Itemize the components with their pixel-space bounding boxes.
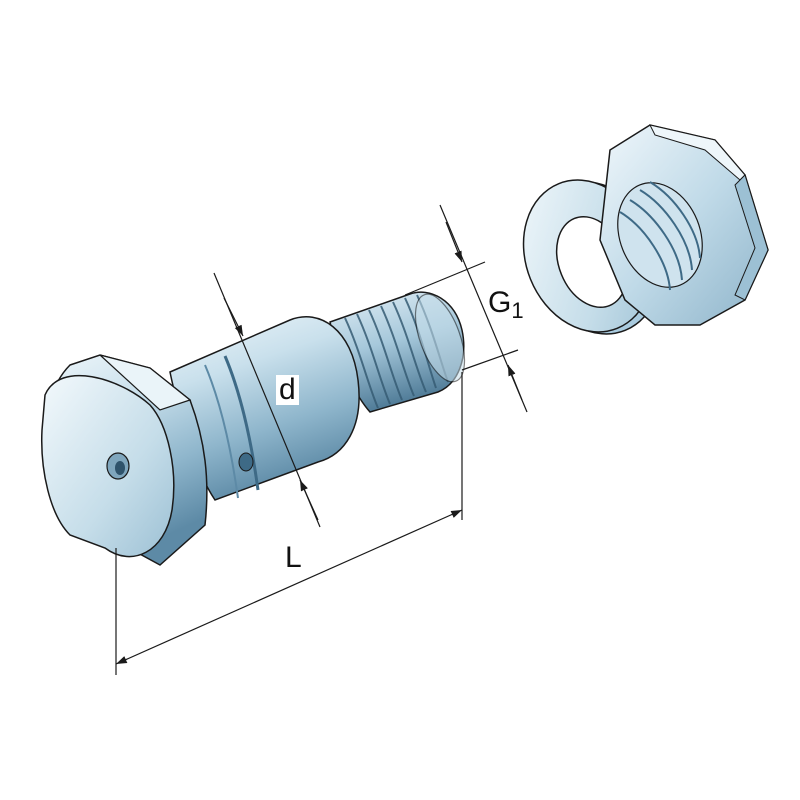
dimension-G1 [404,204,528,413]
dimension-label-L: L [285,541,302,574]
shaft-body [169,316,360,501]
dimension-label-d: d [276,375,299,405]
hex-nut [599,124,769,326]
thread-section [329,291,466,413]
stud-bolt [41,291,466,566]
dimension-label-G-subscript: 1 [511,298,524,323]
dimension-label-G1: G1 [488,288,524,322]
dimension-L [115,372,463,675]
dimension-label-G: G [488,286,512,319]
